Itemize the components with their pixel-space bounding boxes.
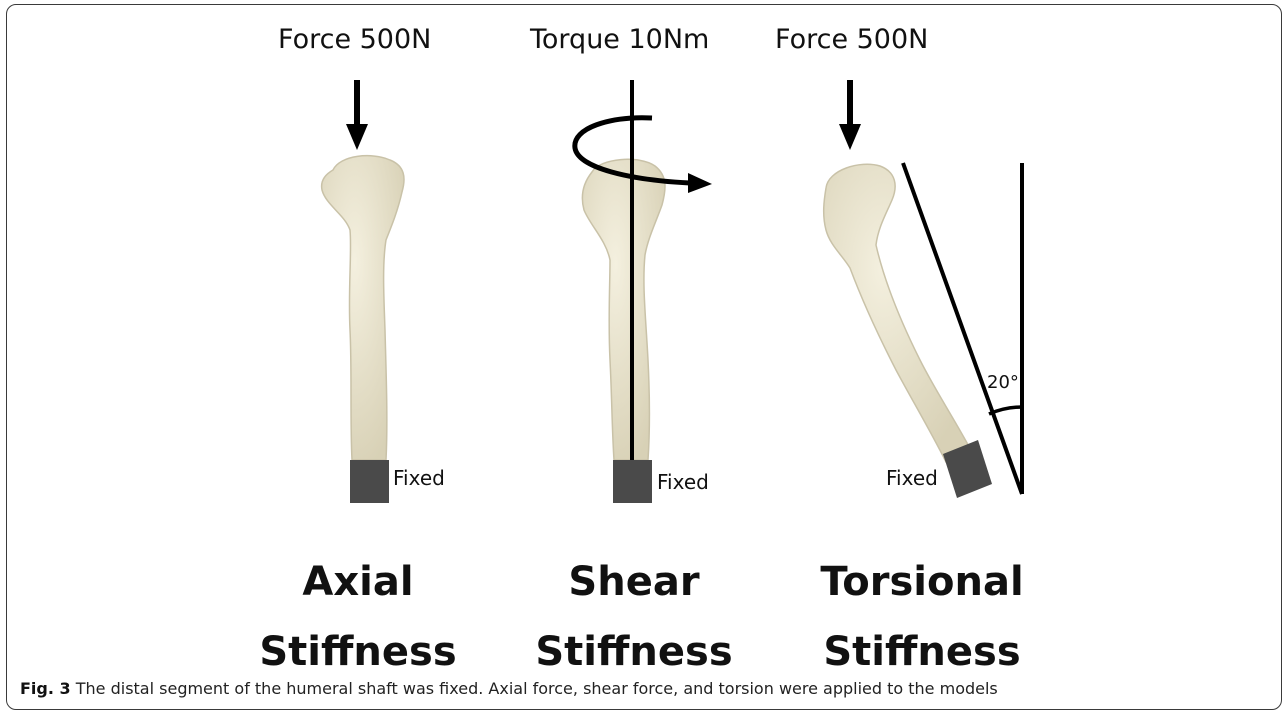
torsional-humerus-bone <box>824 164 972 462</box>
torsional-force-arrow <box>839 80 861 150</box>
axial-humerus-bone <box>322 156 404 460</box>
axial-fixture-block <box>350 460 389 503</box>
axial-title-line1: Axial <box>228 562 488 602</box>
caption-label: Fig. 3 <box>20 679 71 698</box>
shear-title-line2: Stiffness <box>504 632 764 672</box>
angle-arc <box>989 407 1022 414</box>
axial-panel <box>322 80 404 503</box>
angle-label: 20° <box>987 372 1019 393</box>
shear-fixed-label: Fixed <box>657 470 709 494</box>
torque-label: Torque 10Nm <box>530 24 709 55</box>
shear-fixture-block <box>613 460 652 503</box>
axial-force-label: Force 500N <box>278 24 431 55</box>
caption-text: The distal segment of the humeral shaft … <box>71 679 998 698</box>
torsional-force-label: Force 500N <box>775 24 928 55</box>
axial-title-line2: Stiffness <box>228 632 488 672</box>
shear-title-line1: Shear <box>504 562 764 602</box>
figure-caption: Fig. 3 The distal segment of the humeral… <box>20 679 998 698</box>
torsional-title-line1: Torsional <box>792 562 1052 602</box>
torsional-panel <box>824 80 1022 498</box>
axial-fixed-label: Fixed <box>393 466 445 490</box>
axial-force-arrow <box>346 80 368 150</box>
torsional-fixed-label: Fixed <box>886 466 938 490</box>
shear-panel <box>575 80 712 503</box>
shear-humerus-bone <box>582 159 665 460</box>
torsional-title-line2: Stiffness <box>792 632 1052 672</box>
